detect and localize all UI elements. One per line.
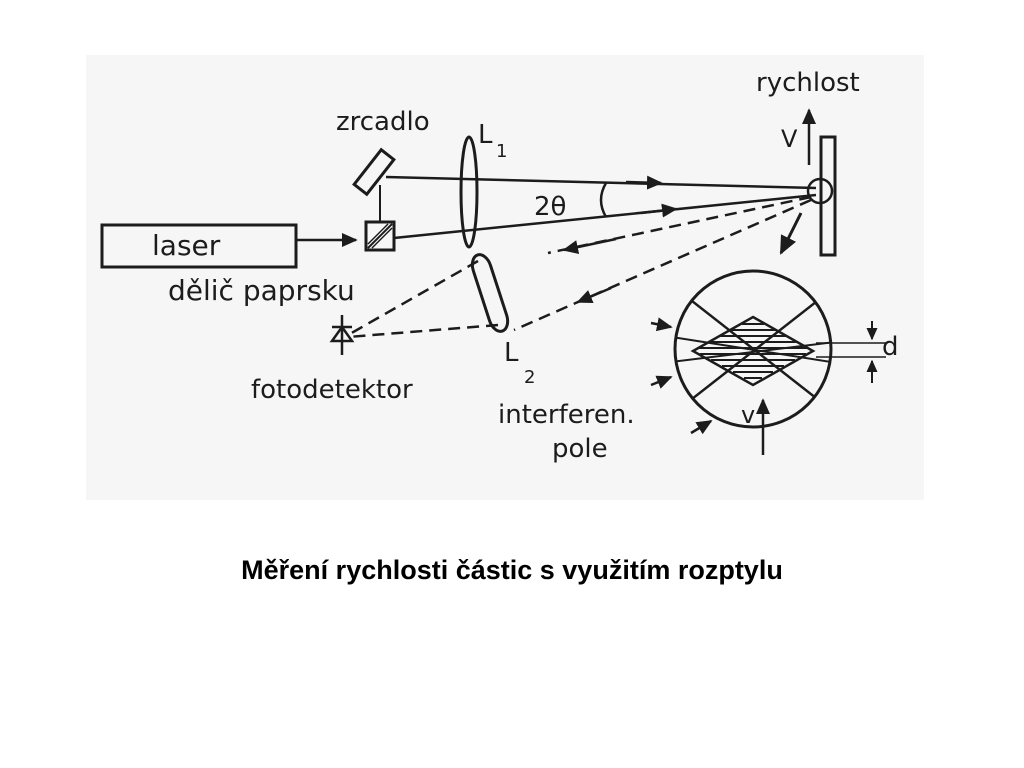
lens-l2-label: L: [504, 338, 519, 368]
photodetector-label: fotodetektor: [251, 375, 413, 405]
l2-to-detector-upper: [347, 259, 479, 337]
l2-to-detector-lower: [347, 323, 499, 339]
mirror-label: zrcadlo: [336, 107, 430, 137]
scattered-beam-lower: [513, 198, 812, 332]
interference-field-inset: v d: [650, 269, 899, 455]
angle-arc: [599, 182, 608, 218]
flow-channel: [819, 135, 837, 257]
beam-splitter-label: dělič paprsku: [168, 274, 355, 307]
lens-l1-label: L: [478, 120, 493, 150]
scatter-arrow: [779, 212, 803, 255]
scattered-beam-lower-arrow: [576, 286, 612, 304]
slide-caption: Měření rychlosti částic s využitím rozpt…: [241, 555, 783, 585]
lens-l1-subscript: 1: [496, 141, 507, 162]
upper-beam-arrow: [625, 175, 663, 190]
interference-field-label-line2: pole: [552, 434, 608, 464]
interference-field-label-line1: interferen.: [498, 400, 635, 430]
laser-box: [100, 223, 298, 269]
upper-beam: [385, 175, 817, 190]
velocity-symbol: V: [781, 125, 798, 153]
laser-doppler-diagram: laser zrcadlo L 1 2θ: [100, 68, 899, 464]
photodetector-diode: [329, 315, 355, 355]
laser-label: laser: [152, 229, 221, 262]
lower-beam-arrow: [640, 203, 678, 218]
angle-label: 2θ: [534, 192, 566, 222]
scattered-beam-upper: [547, 195, 812, 255]
inset-velocity-symbol: v: [741, 401, 755, 429]
lens-l1: [459, 135, 479, 249]
beam-splitter-cube: [364, 220, 396, 252]
fringe-spacing-label: d: [882, 332, 899, 362]
velocity-label: rychlost: [756, 68, 860, 98]
mirror: [352, 147, 396, 197]
lens-l2: [470, 253, 510, 333]
scattered-beam-upper-arrow: [562, 237, 617, 254]
lens-l2-subscript: 2: [524, 367, 535, 388]
